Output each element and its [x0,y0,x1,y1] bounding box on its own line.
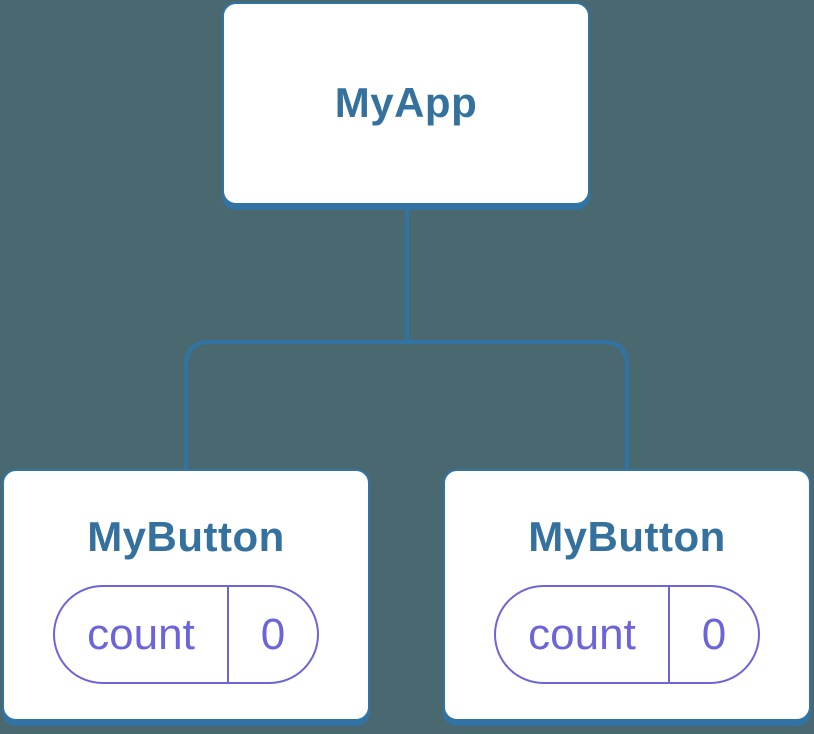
node-mybutton-right: MyButton count 0 [443,469,811,721]
state-value-label: 0 [260,609,286,659]
component-name-label: MyApp [334,79,478,127]
state-pill: count 0 [53,585,319,685]
state-key-label: count [528,609,636,659]
state-pill: count 0 [494,585,760,685]
connector-bracket [184,340,629,474]
node-myapp: MyApp [222,2,590,205]
pill-divider [668,587,670,683]
component-name-label: MyButton [528,513,726,560]
node-mybutton-left: MyButton count 0 [2,469,370,721]
state-key-label: count [87,609,195,659]
pill-divider [227,587,229,683]
component-name-label: MyButton [87,513,285,560]
state-value-label: 0 [701,609,727,659]
